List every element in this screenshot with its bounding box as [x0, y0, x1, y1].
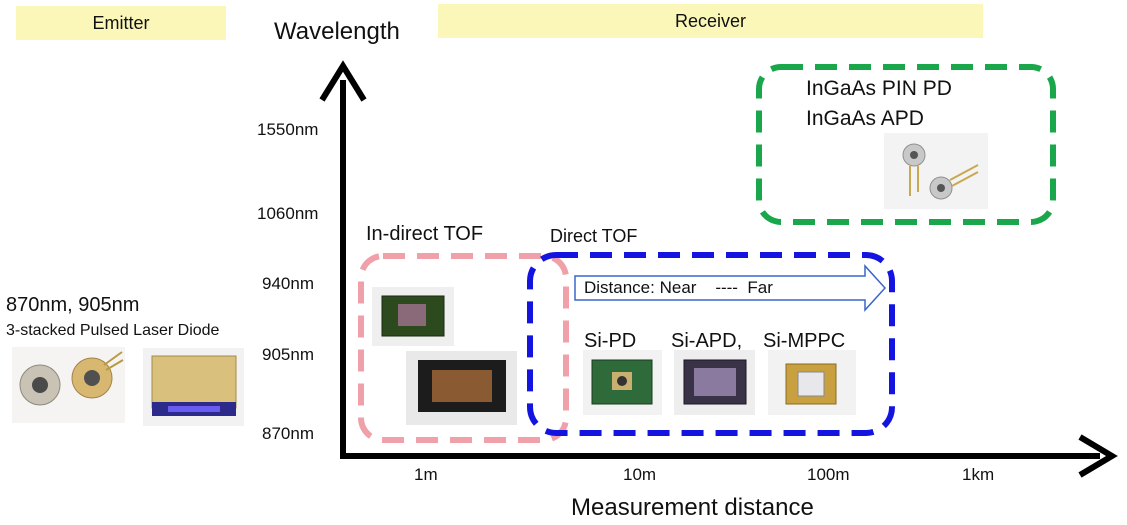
stacked-laser-photo: [143, 348, 244, 426]
y-tick-1550: 1550nm: [257, 120, 319, 139]
x-tick-1m: 1m: [414, 465, 438, 484]
distance-arrow: [574, 264, 887, 312]
y-tick-870: 870nm: [262, 424, 314, 443]
si-pd-photo: [583, 350, 662, 415]
emitter-wavelengths: 870nm, 905nm: [6, 294, 140, 316]
si-apd-photo: [674, 350, 755, 415]
y-axis-arrowhead: [319, 60, 367, 102]
x-tick-10m: 10m: [623, 465, 657, 484]
x-axis-arrowhead: [1078, 434, 1118, 478]
si-mppc-photo: [768, 350, 856, 415]
indirect-tof-label: In-direct TOF: [366, 223, 484, 245]
emitter-banner: Emitter: [16, 6, 226, 40]
y-tick-1060: 1060nm: [257, 204, 319, 223]
x-tick-100m: 100m: [807, 465, 850, 484]
emitter-device: 3-stacked Pulsed Laser Diode: [6, 322, 220, 339]
receiver-banner: Receiver: [438, 4, 983, 38]
si-mppc-label: Si-MPPC: [763, 330, 846, 352]
indirect-tof-frame: [358, 253, 569, 443]
ingaas-label-1: InGaAs PIN PD: [806, 77, 952, 100]
y-tick-905: 905nm: [262, 345, 314, 364]
ingaas-label-2: InGaAs APD: [806, 107, 924, 130]
x-axis-title: Measurement distance: [571, 494, 814, 521]
direct-tof-label: Direct TOF: [550, 226, 638, 246]
direct-tof-frame: [527, 252, 895, 436]
si-pd-label: Si-PD: [584, 330, 637, 352]
ingaas-photo: [884, 133, 988, 209]
ingaas-frame: [756, 64, 1056, 225]
y-axis-title: Wavelength: [274, 18, 400, 45]
si-apd-label: Si-APD,: [671, 330, 743, 352]
x-tick-1km: 1km: [962, 465, 995, 484]
distance-arrow-label: Distance: Near ---- Far: [584, 278, 773, 297]
laser-diode-photo: [12, 347, 125, 423]
indirect-tof-chip-large: [406, 351, 517, 425]
indirect-tof-chip-small: [372, 287, 454, 346]
y-tick-940: 940nm: [262, 274, 314, 293]
